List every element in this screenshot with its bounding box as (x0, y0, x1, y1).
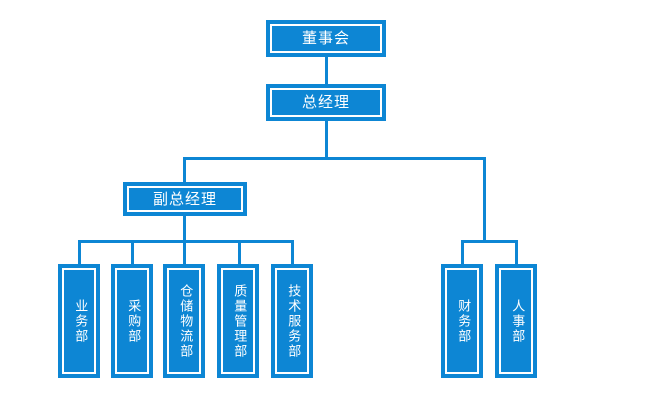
node-technical-service-department-label: 技术服务部 (275, 268, 309, 374)
node-warehouse-logistics-department[interactable]: 仓储物流部 (163, 264, 205, 378)
node-business-department-label: 业务部 (62, 268, 96, 374)
connector-drop-finance (461, 240, 464, 265)
node-finance-department-label: 财务部 (445, 268, 479, 374)
connector-drop-techsvc (291, 240, 294, 265)
connector-admin-bar (461, 240, 517, 243)
node-technical-service-department[interactable]: 技术服务部 (271, 264, 313, 378)
node-purchasing-department-label: 采购部 (115, 268, 149, 374)
node-general-manager[interactable]: 总经理 (266, 84, 386, 121)
node-board-label: 董事会 (270, 24, 382, 53)
connector-drop-purchasing (131, 240, 134, 265)
connector-drop-business (78, 240, 81, 265)
node-business-department[interactable]: 业务部 (58, 264, 100, 378)
connector-drop-hr (515, 240, 518, 265)
node-deputy-general-manager-label: 副总经理 (127, 186, 243, 212)
node-warehouse-logistics-department-label: 仓储物流部 (167, 268, 201, 374)
node-board[interactable]: 董事会 (266, 20, 386, 57)
node-quality-management-department[interactable]: 质量管理部 (217, 264, 259, 378)
node-purchasing-department[interactable]: 采购部 (111, 264, 153, 378)
connector-drop-warehouse (183, 240, 186, 265)
node-hr-department[interactable]: 人事部 (495, 264, 537, 378)
connector-gm-trunk (325, 120, 328, 160)
connector-board-to-gm (325, 57, 328, 87)
node-quality-management-department-label: 质量管理部 (221, 268, 255, 374)
node-general-manager-label: 总经理 (270, 88, 382, 117)
connector-to-deputy-gm (183, 157, 186, 182)
node-deputy-general-manager[interactable]: 副总经理 (123, 182, 247, 216)
connector-drop-quality (238, 240, 241, 265)
node-hr-department-label: 人事部 (499, 268, 533, 374)
connector-to-admin-branch (483, 157, 486, 240)
connector-deputy-gm-trunk (183, 215, 186, 240)
connector-level2-bar (183, 157, 486, 160)
node-finance-department[interactable]: 财务部 (441, 264, 483, 378)
